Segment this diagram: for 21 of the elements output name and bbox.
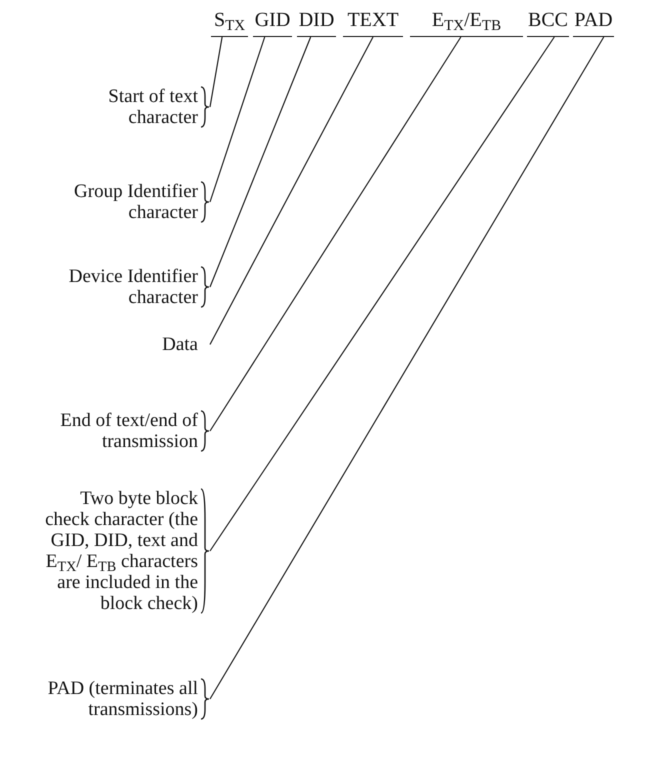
field-label: S$_{TX}$ [211,8,248,37]
description-text: Two byte block check character (the GID, DID, text and E$_{TX}$/ E$_{TB}$ characters are included in the block check) [44,488,198,614]
field-label: E$_{TX}$/E$_{TB}$ [410,8,523,37]
description-text: Start of text character [107,86,198,128]
description-text: Data [161,334,198,355]
leader-line [209,36,266,202]
description-text: Device Identifier character [68,266,198,308]
description-text: PAD (terminates all transmissions) [46,678,198,720]
leader-line [210,36,604,700]
leader-line [210,36,374,345]
leader-line [210,36,555,552]
leader-line [210,36,462,432]
leader-line [209,36,312,288]
description-text: Group Identifier character [73,181,198,223]
field-label: PAD [573,8,614,37]
description-text: End of text/end of transmission [59,410,198,452]
field-label: TEXT [343,8,403,37]
leader-line [209,36,223,108]
field-label: BCC [527,8,569,37]
field-label: DID [297,8,336,37]
field-label: GID [253,8,292,37]
